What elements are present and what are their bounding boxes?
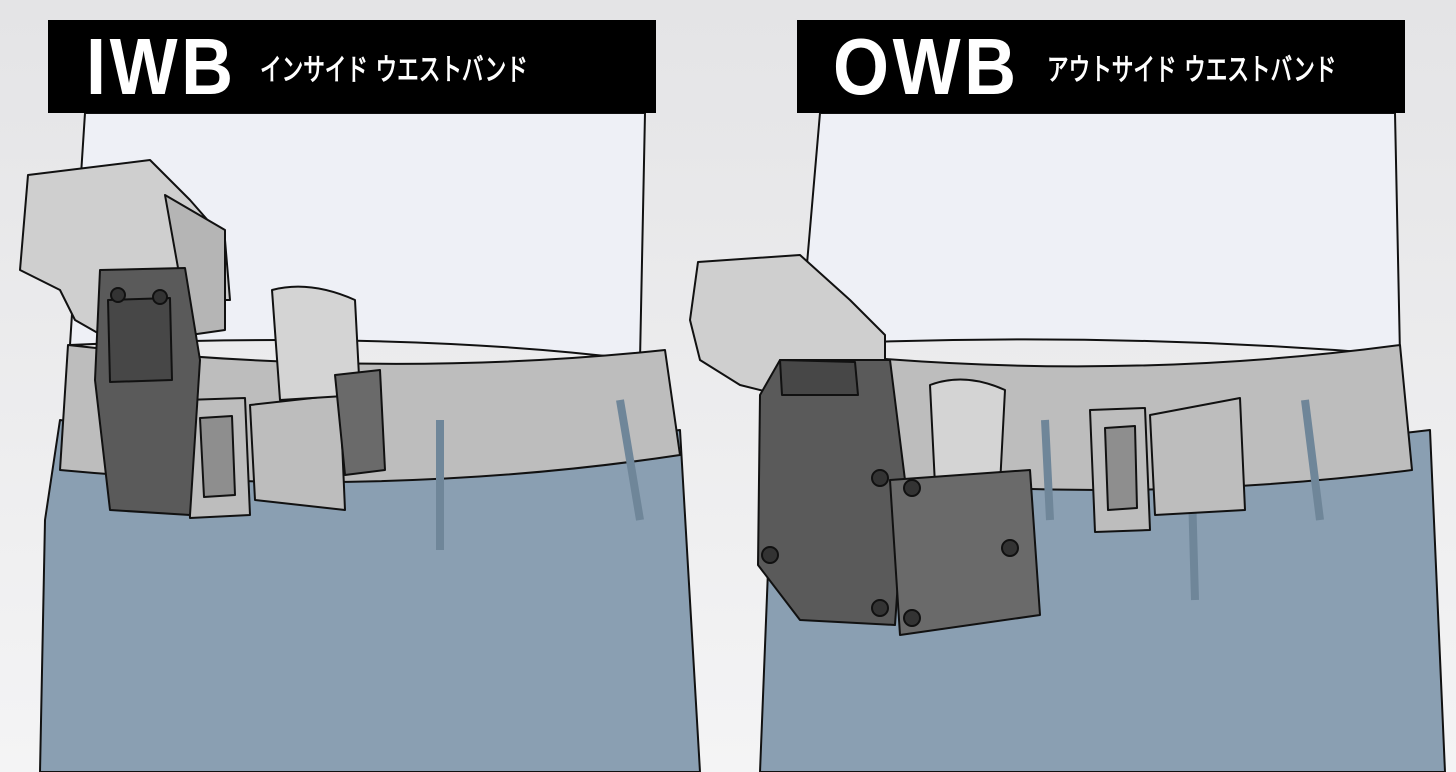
owb-mag-pouch	[889, 469, 1041, 636]
owb-buckle-clip	[1149, 397, 1246, 516]
iwb-title: IWB	[86, 21, 237, 111]
owb-illustration	[689, 112, 1446, 772]
owb-title-box: OWB アウトサイド ウエストバンド	[797, 20, 1405, 113]
iwb-title-box: IWB インサイド ウエストバンド	[48, 20, 656, 113]
owb-holster	[757, 359, 906, 626]
owb-shirt	[799, 112, 1401, 356]
iwb-illustration	[19, 112, 701, 772]
owb-subtitle: アウトサイド ウエストバンド	[1046, 52, 1336, 88]
iwb-buckle-clip	[249, 394, 346, 511]
owb-magazine	[929, 378, 1006, 486]
iwb-magazine	[271, 285, 361, 401]
owb-title: OWB	[833, 21, 1020, 111]
iwb-mag-clip	[334, 369, 386, 476]
iwb-subtitle: インサイド ウエストバンド	[259, 52, 528, 88]
